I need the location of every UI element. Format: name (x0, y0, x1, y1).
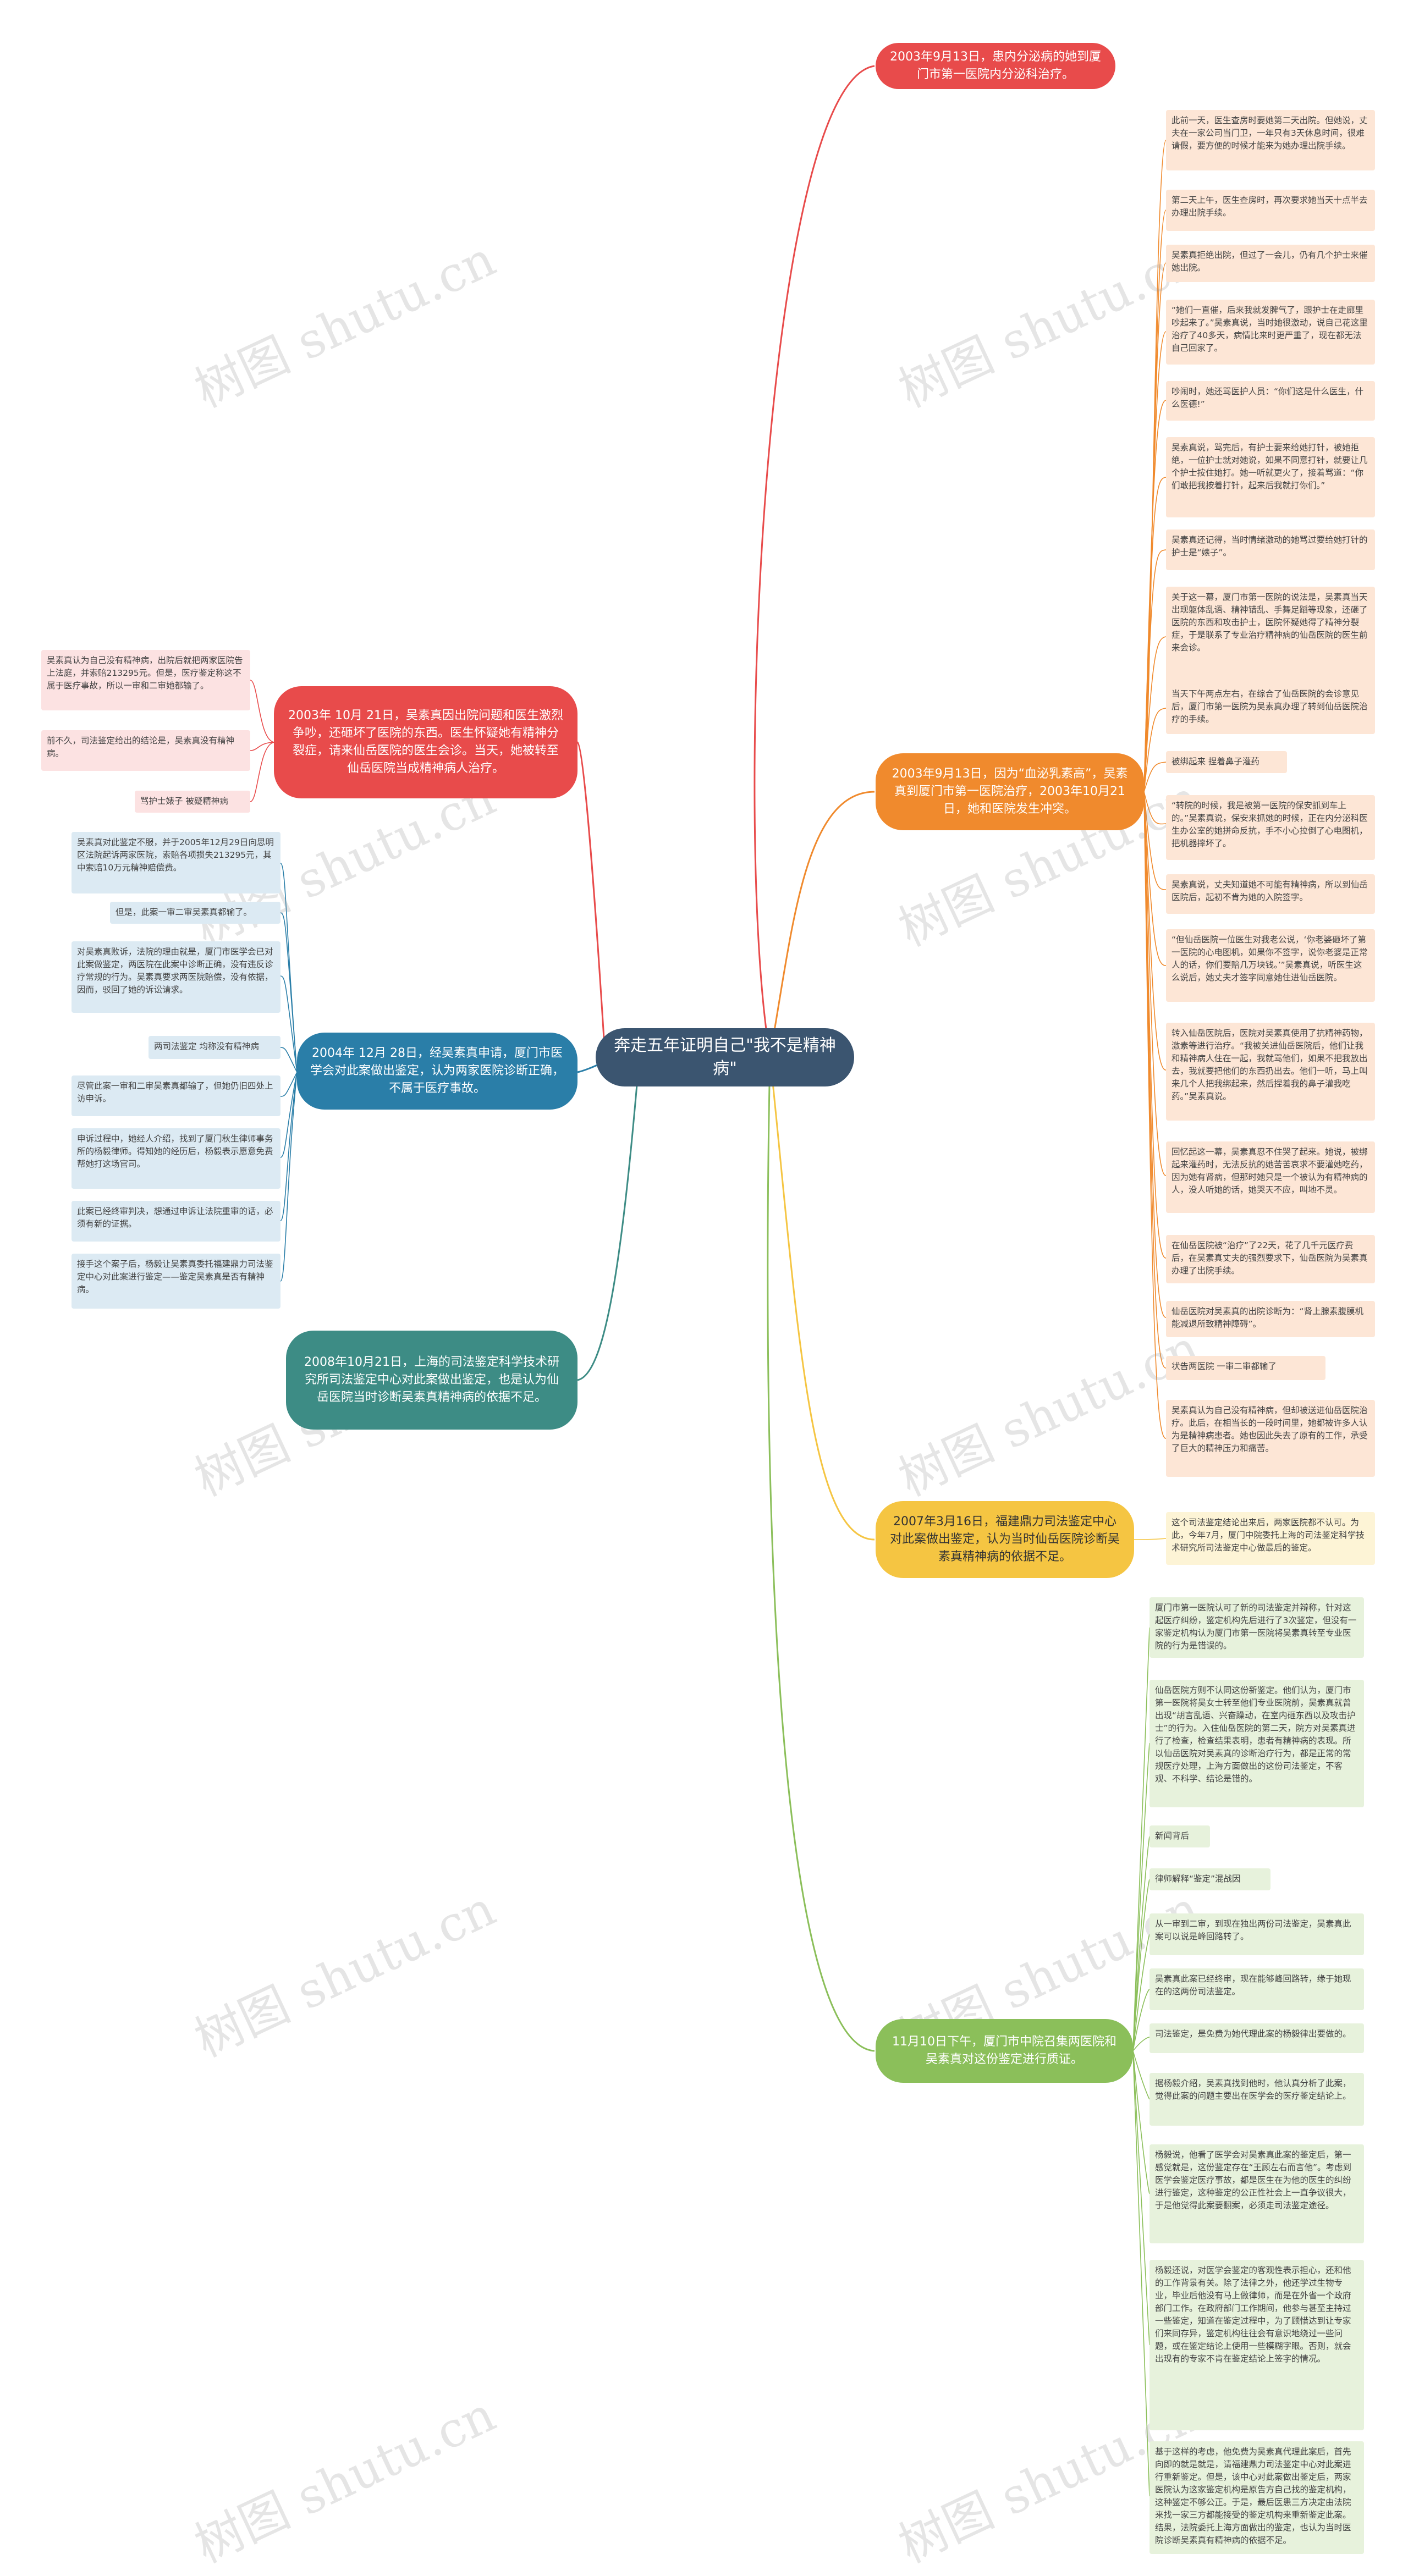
leaf-r3[interactable]: 这个司法鉴定结论出来后，两家医院都不认可。为此，今年7月，厦门中院委托上海的司法… (1166, 1512, 1375, 1565)
leaf-l2[interactable]: 接手这个案子后，杨毅让吴素真委托福建鼎力司法鉴定中心对此案进行鉴定——鉴定吴素真… (72, 1254, 280, 1309)
leaf-r2[interactable]: 吴素真认为自己没有精神病，但却被送进仙岳医院治疗。此后，在相当长的一段时间里，她… (1166, 1400, 1375, 1477)
leaf-l1[interactable]: 吴素真认为自己没有精神病，出院后就把两家医院告上法庭，并索赔213295元。但是… (41, 650, 250, 710)
branch-r1[interactable]: 2003年9月13日，患内分泌病的她到厦门市第一医院内分泌科治疗。 (876, 43, 1115, 89)
edge-r1 (754, 65, 875, 1056)
center-topic[interactable]: 奔走五年证明自己"我不是精神病" (596, 1028, 854, 1086)
leaf-r2[interactable]: 在仙岳医院被“治疗”了22天，花了几千元医疗费后，在吴素真丈夫的强烈要求下，仙岳… (1166, 1235, 1375, 1283)
leaf-r4[interactable]: 厦门市第一医院认可了新的司法鉴定并辩称，针对这起医疗纠纷，鉴定机构先后进行了3次… (1150, 1597, 1364, 1658)
r3-leaf-connectors (1132, 1538, 1167, 1540)
leaf-l2[interactable]: 但是，此案一审二审吴素真都输了。 (110, 902, 280, 924)
leaf-r2[interactable]: 第二天上午，医生查房时，再次要求她当天十点半去办理出院手续。 (1166, 190, 1375, 231)
branch-r2[interactable]: 2003年9月13日，因为“血泌乳素高”，吴素真到厦门市第一医院治疗，2003年… (876, 753, 1144, 830)
edge-r2 (769, 791, 875, 1056)
leaf-r2[interactable]: 吵闹时，她还骂医护人员：“你们这是什么医生，什么医德!” (1166, 381, 1375, 421)
leaf-r4[interactable]: 杨毅说，他看了医学会对吴素真此案的鉴定后，第一感觉就是，这份鉴定存在“王顾左右而… (1150, 2144, 1364, 2243)
edge-r4 (767, 1055, 875, 2052)
leaf-l2[interactable]: 对吴素真败诉，法院的理由就是，厦门市医学会已对此案做鉴定，两医院在此案中诊断正确… (72, 941, 280, 1013)
leaf-l2[interactable]: 此案已经终审判决，想通过申诉让法院重审的话，必须有新的证据。 (72, 1201, 280, 1242)
leaf-r2[interactable]: 仙岳医院对吴素真的出院诊断为：“肾上腺素腹膜机能减退所致精神障碍”。 (1166, 1301, 1375, 1337)
l2-leaf-connectors (280, 863, 298, 1282)
edge-l3 (577, 1072, 639, 1381)
branch-l2[interactable]: 2004年 12月 28日，经吴素真申请，厦门市医学会对此案做出鉴定，认为两家医… (297, 1033, 578, 1110)
leaf-r4[interactable]: 吴素真此案已经终审，现在能够峰回路转，缘于她现在的这两份司法鉴定。 (1150, 1968, 1364, 2010)
r4-leaf-connectors (1132, 1627, 1150, 2497)
leaf-r2[interactable]: 回忆起这一幕，吴素真忍不住哭了起来。她说，被绑起来灌药时，无法反抗的她苦苦哀求不… (1166, 1141, 1375, 1213)
edge-l1 (576, 741, 606, 1056)
leaf-r2[interactable]: 此前一天，医生查房时要她第二天出院。但她说，丈夫在一家公司当门卫，一年只有3天休… (1166, 110, 1375, 170)
r2-leaf-connectors (1143, 140, 1167, 1439)
leaf-r2[interactable]: 被绑起来 捏着鼻子灌药 (1166, 751, 1287, 773)
leaf-r4[interactable]: 杨毅还说，对医学会鉴定的客观性表示担心，还和他的工作背景有关。除了法律之外，他还… (1150, 2260, 1364, 2430)
l1-leaf-connectors (250, 680, 276, 802)
leaf-l1[interactable]: 骂护士婊子 被疑精神病 (135, 791, 250, 813)
leaf-r4[interactable]: 从一审到二审，到现在独出两份司法鉴定，吴素真此案可以说是峰回路转了。 (1150, 1913, 1364, 1955)
branch-r3[interactable]: 2007年3月16日，福建鼎力司法鉴定中心对此案做出鉴定，认为当时仙岳医院诊断吴… (876, 1501, 1134, 1578)
leaf-r4[interactable]: 司法鉴定，是免费为她代理此案的杨毅律出要做的。 (1150, 2023, 1364, 2053)
leaf-r2[interactable]: “但仙岳医院一位医生对我老公说，‘你老婆砸坏了第一医院的心电图机，如果你不签字，… (1166, 929, 1375, 1002)
leaf-r4[interactable]: 仙岳医院方则不认同这份新鉴定。他们认为，厦门市第一医院将吴女士转至他们专业医院前… (1150, 1680, 1364, 1807)
leaf-l2[interactable]: 吴素真对此鉴定不服，并于2005年12月29日向思明区法院起诉两家医院，索赔各项… (72, 832, 280, 893)
leaf-r2[interactable]: 转入仙岳医院后，医院对吴素真使用了抗精神药物，激素等进行治疗。“我被关进仙岳医院… (1166, 1023, 1375, 1121)
leaf-r4[interactable]: 基于这样的考虑，他免费为吴素真代理此案后，首先向即的就是就是，请福建鼎力司法鉴定… (1150, 2441, 1364, 2554)
leaf-l2[interactable]: 尽管此案一审和二审吴素真都输了，但她仍旧四处上访申诉。 (72, 1075, 280, 1116)
branch-l3[interactable]: 2008年10月21日，上海的司法鉴定科学技术研究所司法鉴定中心对此案做出鉴定，… (286, 1331, 578, 1430)
leaf-r2[interactable]: 当天下午两点左右，在综合了仙岳医院的会诊意见后，厦门市第一医院为吴素真办理了转到… (1166, 683, 1375, 734)
branch-l1[interactable]: 2003年 10月 21日，吴素真因出院问题和医生激烈争吵，还砸坏了医院的东西。… (274, 686, 578, 798)
leaf-r2[interactable]: 吴素真拒绝出院，但过了一会儿，仍有几个护士来催她出院。 (1166, 245, 1375, 282)
leaf-r4[interactable]: 据杨毅介绍，吴素真找到他时，他认真分析了此案，觉得此案的问题主要出在医学会的医疗… (1150, 2073, 1364, 2126)
leaf-r2[interactable]: 吴素真还记得，当时情绪激动的她骂过要给她打针的护士是“婊子”。 (1166, 529, 1375, 570)
leaf-l2[interactable]: 两司法鉴定 均称没有精神病 (148, 1036, 280, 1059)
leaf-r2[interactable]: “她们一直催，后来我就发脾气了，跟护士在走廊里吵起来了。”吴素真说，当时她很激动… (1166, 300, 1375, 365)
leaf-r4[interactable]: 新闻背后 (1150, 1825, 1210, 1847)
leaf-r2[interactable]: 吴素真说，骂完后，有护士要来给她打针，被她拒绝，一位护士就对她说，如果不同意打针… (1166, 437, 1375, 517)
branch-r4[interactable]: 11月10日下午，厦门市中院召集两医院和吴素真对这份鉴定进行质证。 (876, 2019, 1133, 2083)
leaf-r4[interactable]: 律师解释“鉴定”混战因 (1150, 1868, 1270, 1890)
leaf-l1[interactable]: 前不久，司法鉴定给出的结论是，吴素真没有精神病。 (41, 730, 250, 771)
leaf-r2[interactable]: “转院的时候，我是被第一医院的保安抓到车上的。”吴素真说，保安来抓她的时候，正在… (1166, 795, 1375, 860)
edge-r3 (769, 1055, 875, 1541)
leaf-r2[interactable]: 关于这一幕，厦门市第一医院的说法是，吴素真当天出现躯体乱语、精神错乱、手舞足蹈等… (1166, 587, 1375, 688)
leaf-l2[interactable]: 申诉过程中，她经人介绍，找到了厦门秋生律师事务所的杨毅律师。得知她的经历后，杨毅… (72, 1128, 280, 1189)
leaf-r2[interactable]: 吴素真说，丈夫知道她不可能有精神病，所以到仙岳医院后，起初不肯为她的入院签字。 (1166, 874, 1375, 914)
leaf-r2[interactable]: 状告两医院 一审二审都输了 (1166, 1356, 1326, 1380)
